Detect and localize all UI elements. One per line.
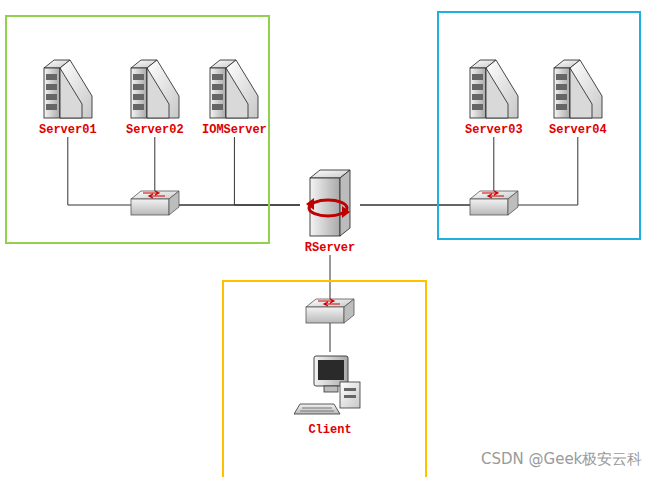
node-label: Client [308, 423, 351, 437]
network-link [360, 137, 578, 205]
client-node: Client [294, 352, 366, 437]
server-icon [206, 58, 262, 120]
node-label: Server01 [39, 123, 97, 137]
pc-icon [294, 352, 366, 420]
server-node: RServer [300, 168, 360, 255]
node-label: Server04 [549, 123, 607, 137]
network-link [234, 137, 300, 205]
group-box [6, 16, 269, 243]
group-box [438, 12, 640, 239]
router-server-icon [300, 168, 360, 238]
server-icon [40, 58, 96, 120]
network-link [68, 137, 300, 205]
node-label: RServer [305, 241, 355, 255]
server-node: Server02 [126, 58, 184, 137]
node-label: IOMServer [202, 123, 267, 137]
switch-icon [470, 191, 518, 215]
server-node: IOMServer [202, 58, 267, 137]
server-node: Server03 [465, 58, 523, 137]
server-icon [550, 58, 606, 120]
switch-icon [131, 191, 179, 215]
node-label: Server02 [126, 123, 184, 137]
switch-icon [306, 299, 354, 323]
node-label: Server03 [465, 123, 523, 137]
server-node: Server01 [39, 58, 97, 137]
watermark: CSDN @Geek极安云科 [481, 450, 642, 469]
server-node: Server04 [549, 58, 607, 137]
server-icon [466, 58, 522, 120]
server-icon [127, 58, 183, 120]
group-box [223, 281, 426, 477]
network-link [360, 137, 494, 205]
